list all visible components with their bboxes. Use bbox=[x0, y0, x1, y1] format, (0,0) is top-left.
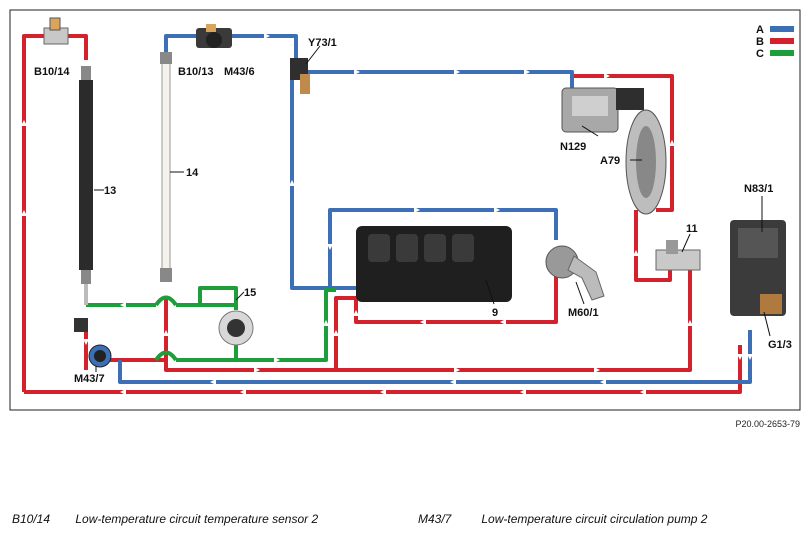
legend-swatch-b bbox=[770, 38, 794, 44]
label-m43-7: M43/7 bbox=[74, 373, 105, 385]
caption-2: M43/7 Low-temperature circuit circulatio… bbox=[418, 512, 707, 526]
label-a79: A79 bbox=[600, 155, 620, 167]
pump-m43-6 bbox=[196, 24, 232, 48]
label-15: 15 bbox=[244, 287, 256, 299]
label-m43-6: M43/6 bbox=[224, 66, 255, 78]
label-9: 9 bbox=[492, 307, 498, 319]
flow-arrows bbox=[21, 33, 753, 395]
turbo-m60-1 bbox=[545, 245, 605, 301]
label-b10-13: B10/13 bbox=[178, 66, 213, 78]
label-b10-14: B10/14 bbox=[34, 66, 70, 78]
label-13: 13 bbox=[104, 185, 116, 197]
caption-1: B10/14 Low-temperature circuit temperatu… bbox=[12, 512, 318, 526]
legend-key-b: B bbox=[756, 36, 764, 48]
caption-2-code: M43/7 bbox=[418, 512, 452, 526]
leader-lines bbox=[94, 45, 771, 372]
label-m60-1: M60/1 bbox=[568, 307, 599, 319]
unit-n129 bbox=[561, 87, 644, 133]
sensor-b10-14 bbox=[43, 17, 69, 45]
pump-m43-7 bbox=[74, 318, 112, 368]
tube-14 bbox=[160, 52, 172, 282]
label-y73-1: Y73/1 bbox=[308, 37, 337, 49]
legend-swatch-c bbox=[770, 50, 794, 56]
legend: A B C bbox=[756, 24, 794, 60]
circuit-c-lines bbox=[86, 286, 336, 362]
legend-key-a: A bbox=[756, 24, 764, 36]
tank-15 bbox=[218, 310, 254, 346]
caption-2-text: Low-temperature circuit circulation pump… bbox=[481, 512, 708, 526]
reference-code: P20.00-2653-79 bbox=[735, 419, 800, 429]
caption-1-text: Low-temperature circuit temperature sens… bbox=[75, 512, 319, 526]
valve-y73-1 bbox=[290, 58, 310, 94]
manifold-11 bbox=[655, 240, 701, 271]
label-g1-3: G1/3 bbox=[768, 339, 792, 351]
legend-key-c: C bbox=[756, 48, 764, 60]
block-9 bbox=[356, 226, 512, 302]
unit-a79 bbox=[625, 109, 667, 215]
label-14: 14 bbox=[186, 167, 199, 179]
label-n83-1: N83/1 bbox=[744, 183, 773, 195]
radiator-13 bbox=[79, 66, 93, 305]
label-11: 11 bbox=[686, 223, 698, 235]
legend-swatch-a bbox=[770, 26, 794, 32]
unit-n83-1 bbox=[730, 220, 786, 316]
label-n129: N129 bbox=[560, 141, 586, 153]
caption-1-code: B10/14 bbox=[12, 512, 51, 526]
